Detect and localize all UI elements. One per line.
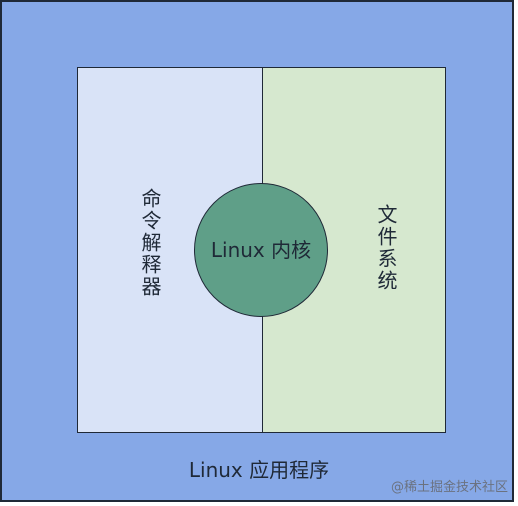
watermark: @稀土掘金技术社区 <box>390 480 508 495</box>
kernel-label: Linux 内核 <box>210 238 312 262</box>
shell-label: 命令解释器 <box>138 188 162 298</box>
linux-kernel-circle: Linux 内核 <box>194 183 328 317</box>
system-layer <box>77 67 446 433</box>
applications-label: Linux 应用程序 <box>188 458 330 482</box>
filesystem-label: 文件系统 <box>374 204 398 292</box>
